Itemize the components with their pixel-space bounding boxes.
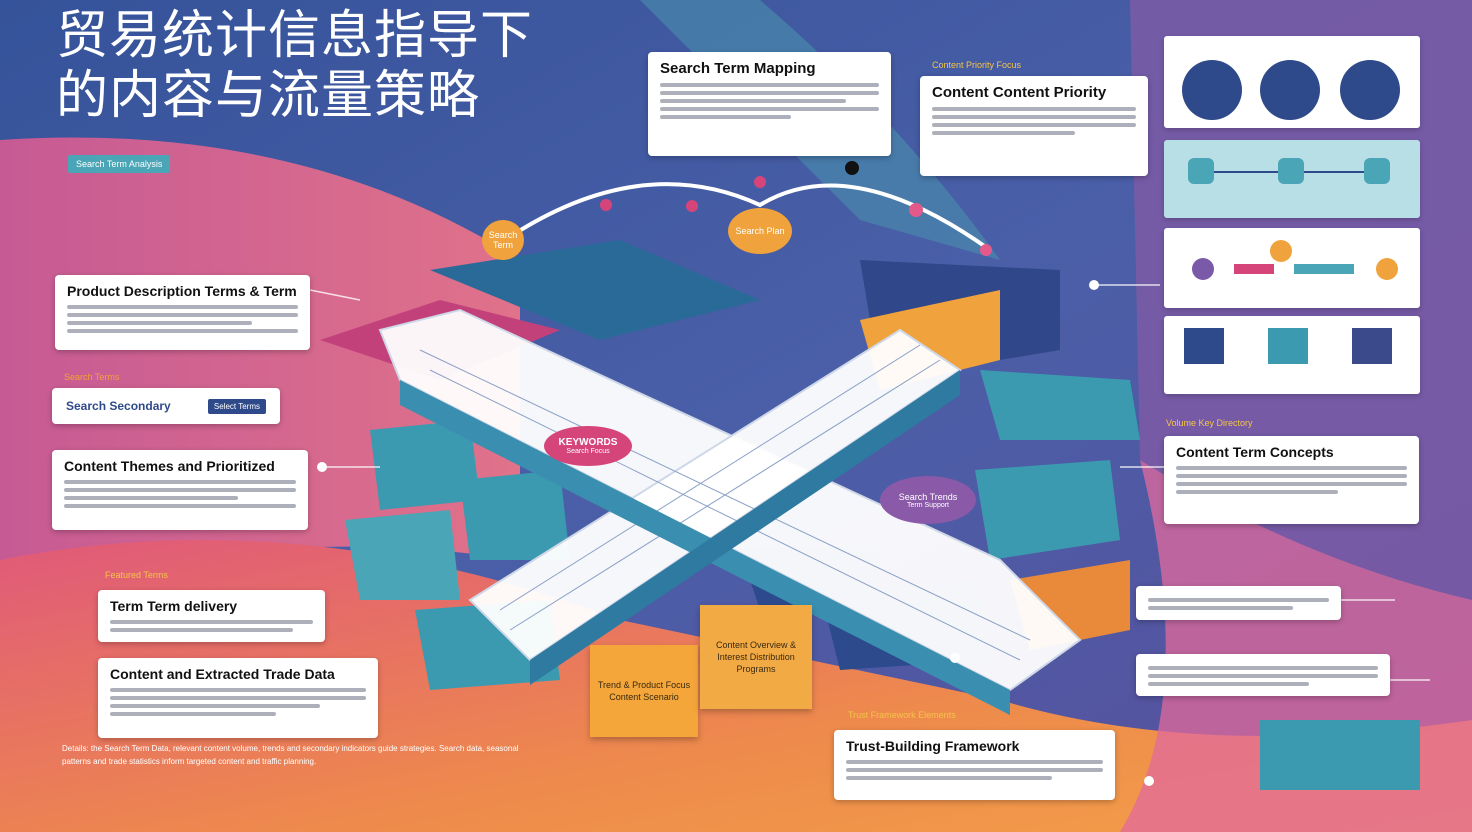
- title-line-2: 的内容与流量策略: [56, 66, 481, 126]
- flow-icon-1: [1188, 158, 1214, 184]
- content-term-concepts-card: Content Term Concepts: [1164, 436, 1419, 524]
- content-themes-card: Content Themes and Prioritized: [52, 450, 308, 530]
- circle-icon-2: [1260, 60, 1320, 120]
- node-keywords-label: KEYWORDS: [558, 437, 618, 448]
- content-trade-title: Content and Extracted Trade Data: [110, 666, 335, 682]
- circle-icon-3: [1340, 60, 1400, 120]
- process-dot-orange-2: [1376, 258, 1398, 280]
- product-description-card: Product Description Terms & Term: [55, 275, 310, 350]
- right-card-circles: [1164, 36, 1420, 128]
- content-trade-card: Content and Extracted Trade Data: [98, 658, 378, 738]
- search-term-analysis-pill: Search Term Analysis: [68, 155, 171, 173]
- title-line-1: 贸易统计信息指导下: [56, 6, 534, 66]
- node-search-trends: Search Trends Term Support: [880, 476, 976, 524]
- content-priority-card: Content Content Priority: [920, 76, 1148, 176]
- right-card-flow: [1164, 140, 1420, 218]
- search-term-mapping-card: Search Term Mapping: [648, 52, 891, 156]
- right-text-card-1: [1136, 586, 1341, 620]
- flow-icon-3: [1364, 158, 1390, 184]
- node-search-trends-label: Search Trends: [898, 491, 958, 502]
- stack-icon-3: [1352, 328, 1392, 364]
- right-text-card-2: [1136, 654, 1390, 696]
- search-secondary-label: Search Secondary: [66, 399, 171, 413]
- product-description-title: Product Description Terms & Term: [67, 283, 297, 299]
- trust-tag: Trust Framework Elements: [848, 710, 956, 720]
- content-themes-title: Content Themes and Prioritized: [64, 458, 275, 474]
- circle-icon-1: [1182, 60, 1242, 120]
- content-term-tag: Volume Key Directory: [1166, 418, 1253, 428]
- page-title: 贸易统计信息指导下 的内容与流量策略: [56, 6, 533, 126]
- stack-icon-2: [1268, 328, 1308, 364]
- content-priority-title: Content Content Priority: [932, 84, 1107, 101]
- search-term-mapping-title: Search Term Mapping: [660, 60, 816, 77]
- right-card-process: [1164, 228, 1420, 308]
- term-delivery-card: Term Term delivery: [98, 590, 325, 642]
- search-secondary-tag: Search Terms: [64, 372, 120, 382]
- process-dot-purple: [1192, 258, 1214, 280]
- featured-terms-tag: Featured Terms: [105, 570, 168, 580]
- node-search-trends-sub: Term Support: [906, 501, 950, 509]
- right-bottom-panel: [1260, 720, 1420, 790]
- right-card-stacks: [1164, 316, 1420, 394]
- stack-icon-1: [1184, 328, 1224, 364]
- node-search-plan: Search Plan: [728, 208, 792, 254]
- sticky-note-left: Trend & Product Focus Content Scenario: [590, 645, 698, 737]
- term-delivery-title: Term Term delivery: [110, 598, 238, 614]
- node-keywords: KEYWORDS Search Focus: [544, 426, 632, 466]
- trust-framework-title: Trust-Building Framework: [846, 738, 1020, 754]
- search-secondary-card: Search Secondary Select Terms: [52, 388, 280, 424]
- content-priority-tag: Content Priority Focus: [932, 60, 1022, 70]
- node-keywords-sub: Search Focus: [566, 448, 610, 455]
- sticky-note-right: Content Overview & Interest Distribution…: [700, 605, 812, 709]
- search-secondary-button[interactable]: Select Terms: [207, 398, 266, 414]
- content-term-concepts-title: Content Term Concepts: [1176, 444, 1334, 460]
- footer-note: Details: the Search Term Data, relevant …: [62, 744, 519, 766]
- process-dot-orange: [1270, 240, 1292, 262]
- flow-icon-2: [1278, 158, 1304, 184]
- node-search-term: Search Term: [482, 220, 524, 260]
- trust-framework-card: Trust-Building Framework: [834, 730, 1115, 800]
